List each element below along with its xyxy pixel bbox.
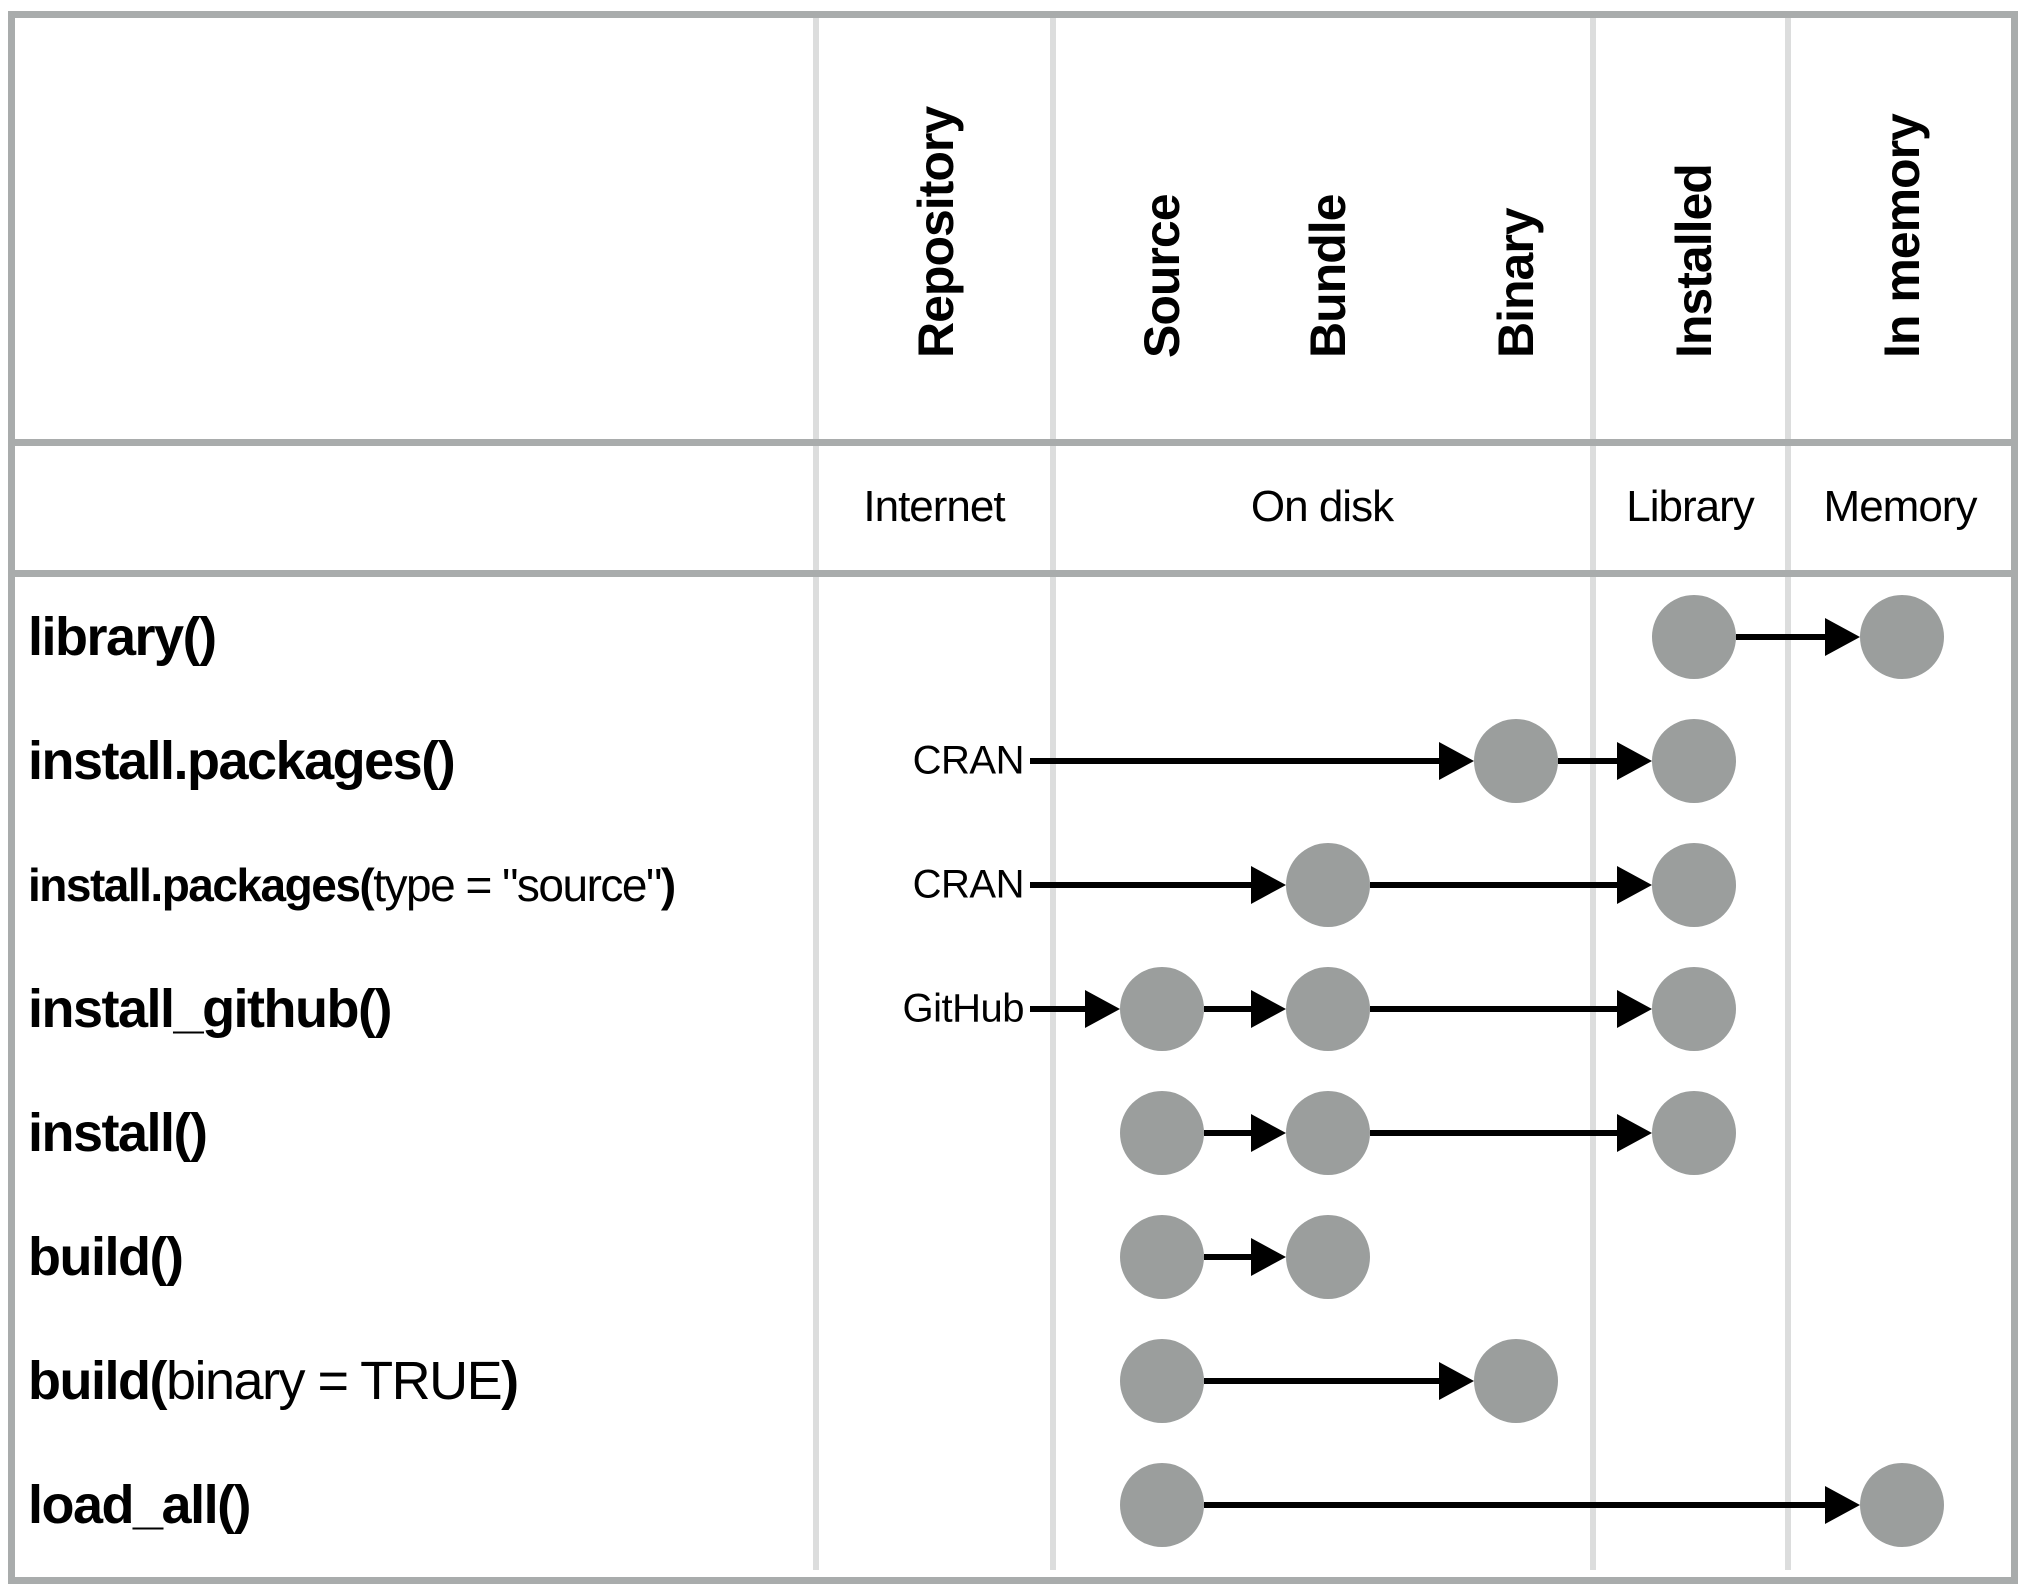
function-label-install_github: install_github(): [28, 978, 392, 1040]
function-label-part: library(): [28, 607, 217, 667]
function-label-build-binary-true: build(binary = TRUE): [28, 1350, 519, 1412]
header-divider: [8, 439, 2018, 446]
function-label-part: ): [501, 1351, 519, 1411]
function-label-part: build(): [28, 1227, 184, 1287]
function-label-part: binary = TRUE: [165, 1351, 503, 1411]
column-divider: [1050, 18, 1056, 1570]
location-header-internet: Internet: [863, 482, 1005, 531]
location-header-library: Library: [1626, 482, 1754, 531]
table-border: [8, 11, 2018, 1584]
function-label-part: install.packages(): [28, 731, 456, 791]
function-label-part: install_github(): [28, 979, 392, 1039]
function-label-library: library(): [28, 606, 217, 668]
function-label-part: install(): [28, 1103, 208, 1163]
function-label-part: build(: [28, 1351, 167, 1411]
function-label-part: load_all(): [28, 1475, 252, 1535]
header-divider: [8, 570, 2018, 577]
repo-source-label-github: GitHub: [902, 986, 1025, 1031]
state-header-installed: Installed: [1666, 164, 1722, 358]
function-label-load_all: load_all(): [28, 1474, 252, 1536]
column-divider: [1590, 18, 1596, 1570]
location-header-on-disk: On disk: [1250, 482, 1394, 531]
state-header-source: Source: [1134, 194, 1190, 358]
column-divider: [1785, 18, 1791, 1570]
state-header-in-memory: In memory: [1874, 114, 1930, 358]
function-label-part: type = "source": [373, 859, 662, 911]
function-label-install.packages-type-source: install.packages(type = "source"): [28, 858, 676, 912]
function-label-part: ): [660, 859, 676, 911]
state-header-binary: Binary: [1488, 208, 1544, 358]
function-label-build: build(): [28, 1226, 184, 1288]
function-label-part: install.packages(: [28, 859, 375, 911]
function-label-install: install(): [28, 1102, 208, 1164]
repo-source-label-cran: CRAN: [912, 862, 1025, 907]
state-header-repository: Repository: [908, 106, 964, 358]
state-header-bundle: Bundle: [1300, 194, 1356, 358]
column-divider: [813, 18, 819, 1570]
function-label-install.packages: install.packages(): [28, 730, 456, 792]
location-header-memory: Memory: [1823, 482, 1978, 531]
repo-source-label-cran: CRAN: [912, 738, 1025, 783]
